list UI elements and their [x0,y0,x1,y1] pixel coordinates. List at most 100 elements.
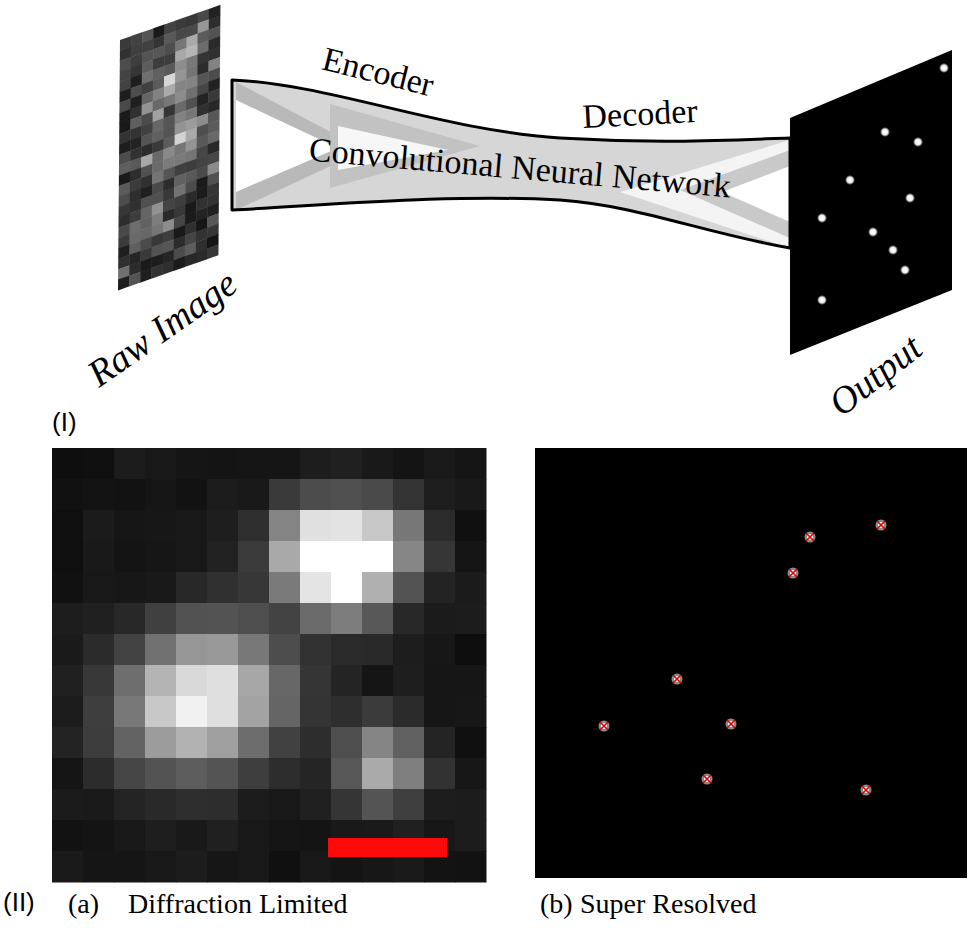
image-pixel [269,851,301,883]
image-pixel [174,256,186,271]
image-pixel [83,758,115,790]
image-pixel [207,510,239,542]
image-pixel [129,272,141,287]
image-pixel [393,541,425,573]
spot-halo [788,568,799,579]
output-spot [868,227,878,237]
image-pixel [300,665,332,697]
output-image [790,50,952,355]
image-pixel [393,696,425,728]
red-cross [806,533,814,541]
image-pixel [300,541,332,573]
image-pixel [300,758,332,790]
image-pixel [424,448,456,480]
image-pixel [176,541,208,573]
spot [790,570,796,576]
image-pixel [362,789,394,821]
image-pixel [455,851,487,883]
image-pixel [145,727,177,759]
output-spot [939,63,949,73]
image-pixel [83,603,115,635]
image-pixel [207,572,239,604]
image-pixel [145,696,177,728]
image-pixel [424,727,456,759]
image-pixel [176,851,208,883]
image-pixel [362,603,394,635]
image-pixel [145,479,177,511]
output-spot [888,245,898,255]
image-pixel [83,696,115,728]
image-pixel [238,572,270,604]
image-pixel [83,634,115,666]
image-pixel [207,820,239,852]
image-pixel [52,727,84,759]
image-label: Output [822,328,929,423]
image-pixel [393,510,425,542]
red-cross [877,521,885,529]
image-pixel [114,541,146,573]
image-pixel [455,820,487,852]
image-pixel [52,510,84,542]
image-pixel [455,727,487,759]
output-spot [900,265,910,275]
red-cross [789,569,797,577]
image-pixel [269,696,301,728]
spot [863,787,869,793]
image-pixel [185,252,197,267]
image-pixel [393,603,425,635]
image-pixel [300,479,332,511]
image-pixel [114,448,146,480]
image-pixel [393,448,425,480]
image-pixel [269,572,301,604]
image-pixel [362,510,394,542]
output-panel: Output [780,40,970,440]
image-pixel [269,789,301,821]
image-pixel [176,727,208,759]
localisation [861,785,872,796]
image-label: Raw Image [81,263,244,393]
image-pixel [455,789,487,821]
image-pixel [83,727,115,759]
image-pixel [331,727,363,759]
image-pixel [238,541,270,573]
red-cross [727,720,735,728]
image-pixel [331,696,363,728]
image-pixel [207,758,239,790]
spot [878,522,884,528]
image-pixel [331,541,363,573]
image-pixel [114,572,146,604]
image-pixel [455,665,487,697]
image-pixel [145,572,177,604]
image-pixel [145,789,177,821]
image-pixel [114,603,146,635]
image-pixel [238,851,270,883]
image-pixel [424,634,456,666]
image-pixel [207,696,239,728]
image-pixel [424,479,456,511]
image-pixel [455,758,487,790]
image-pixel [114,789,146,821]
image-pixel [300,603,332,635]
image-pixel [176,510,208,542]
image-pixel [207,603,239,635]
localisation [876,520,887,531]
part-number: (II) [3,888,35,918]
image-pixel [362,572,394,604]
scale-bar [328,838,447,857]
image-pixel [238,479,270,511]
spot-halo [861,785,872,796]
image-pixel [393,572,425,604]
image-pixel [300,448,332,480]
image-pixel [207,541,239,573]
image-pixel [331,448,363,480]
image-pixel [424,758,456,790]
image-pixel [269,634,301,666]
red-cross [600,722,608,730]
image-pixel [52,448,84,480]
image-pixel [424,603,456,635]
spot-halo [702,774,713,785]
output-spot [817,295,827,305]
image-pixel [114,665,146,697]
spot-halo [805,532,816,543]
red-cross [673,675,681,683]
